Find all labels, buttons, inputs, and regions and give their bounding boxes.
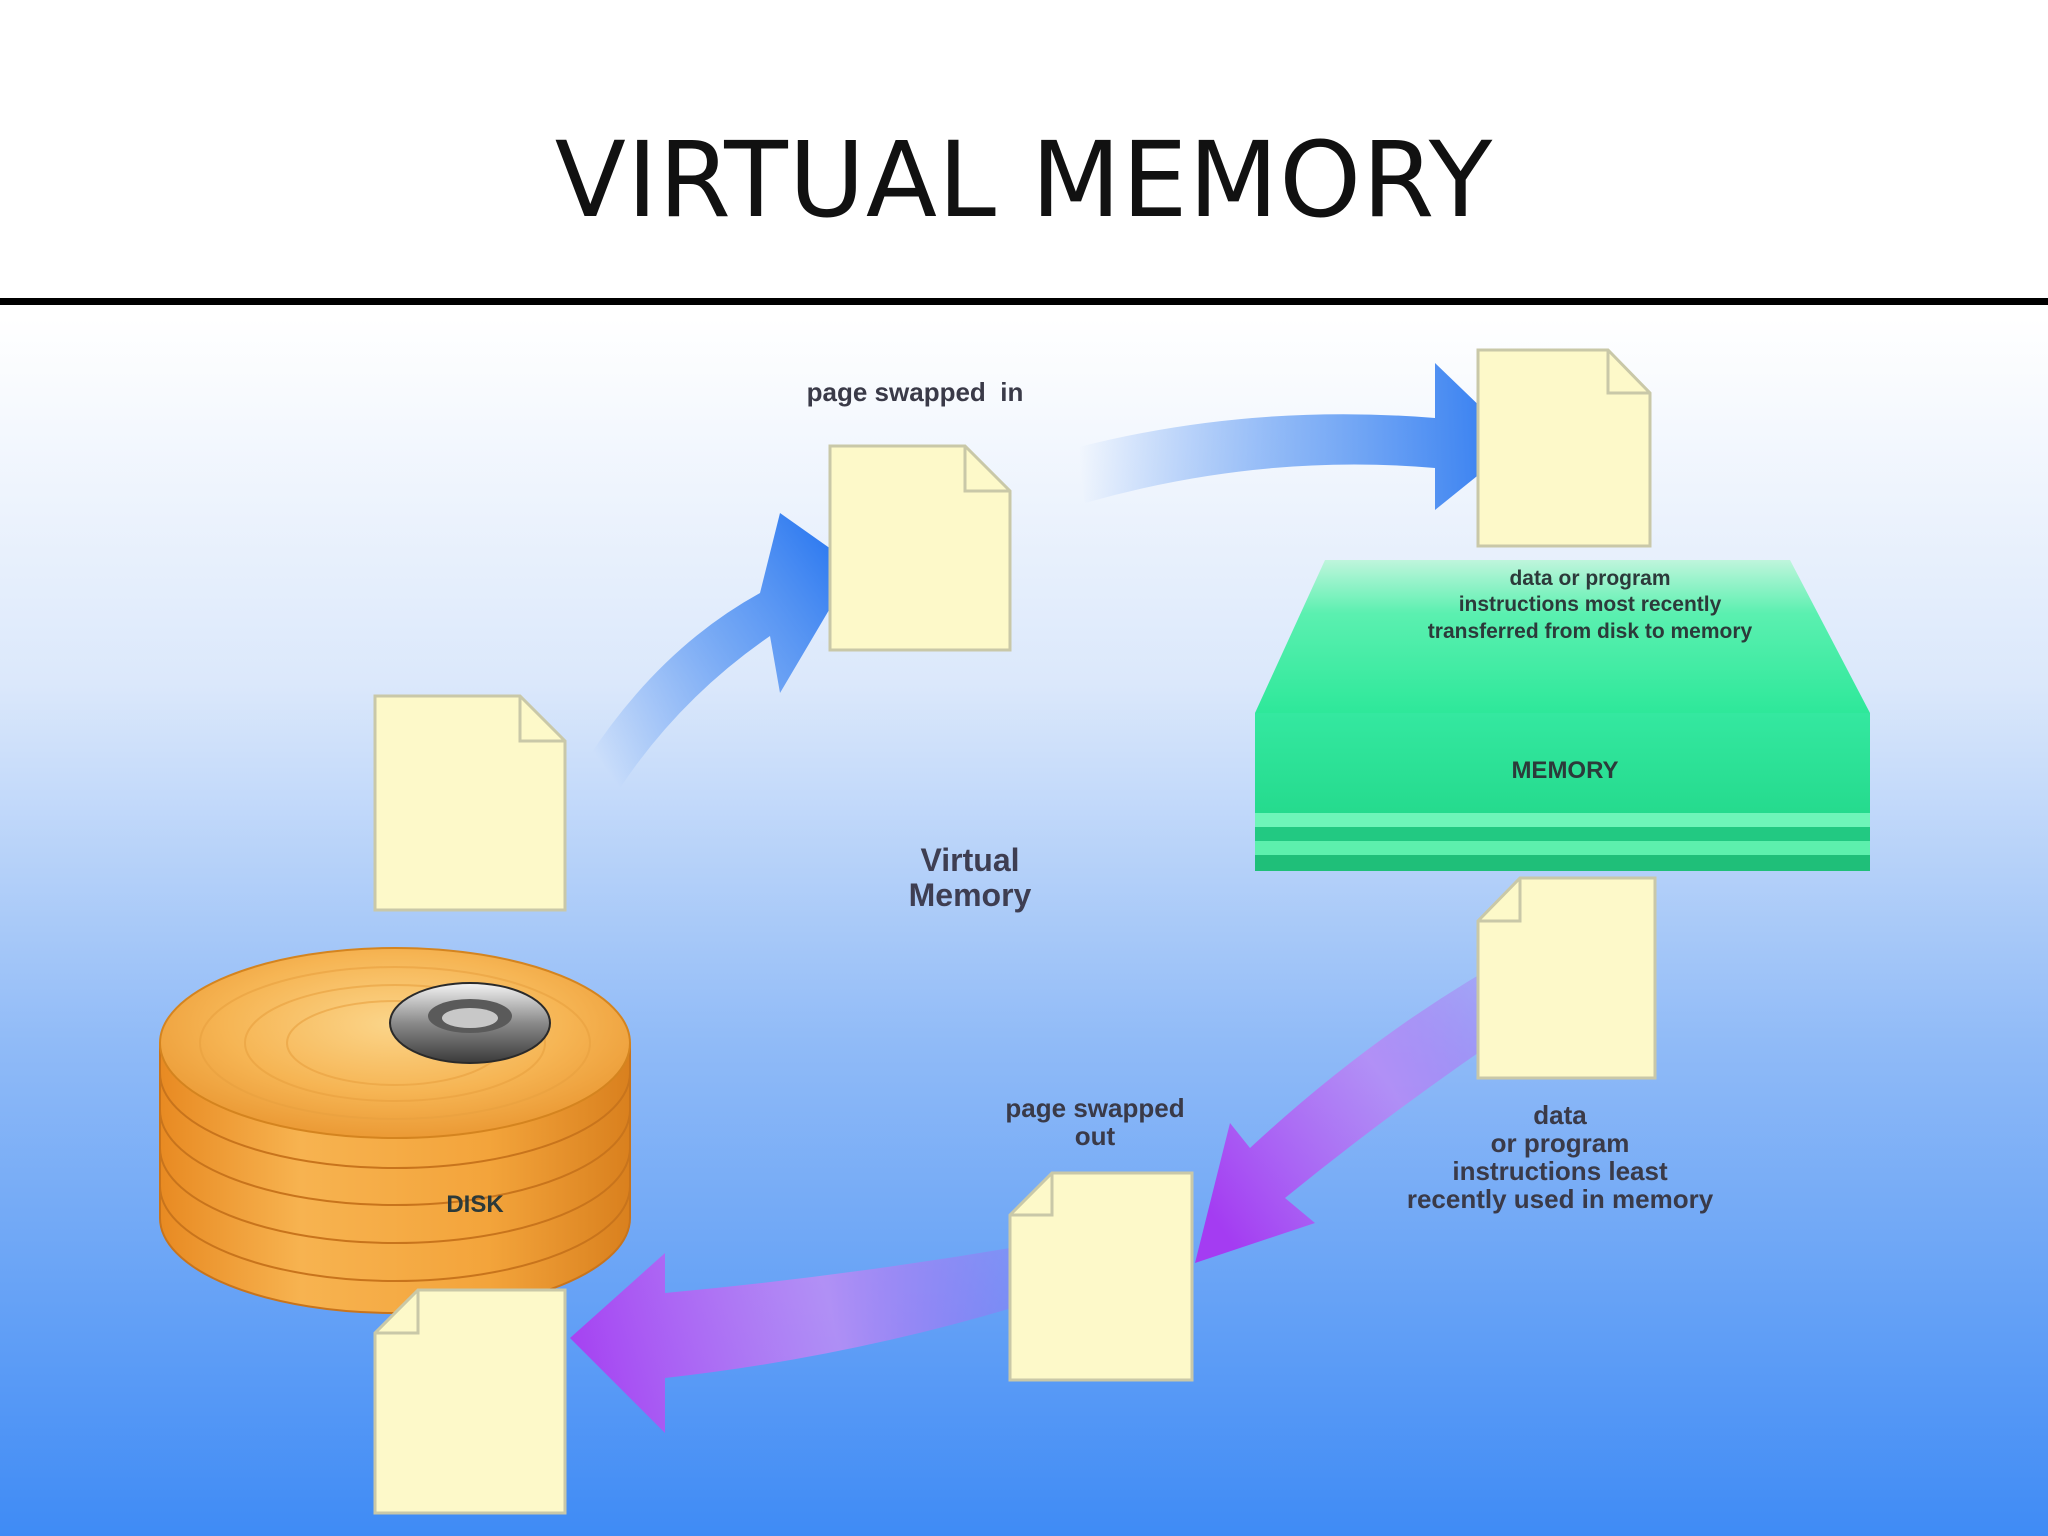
memory-layer <box>1255 841 1870 855</box>
swap-out-arrow-2 <box>570 1233 1105 1433</box>
disk-label: DISK <box>446 1191 504 1218</box>
diagram-canvas <box>0 318 2048 1536</box>
memory-label: MEMORY <box>1511 757 1619 784</box>
page-swapped-in-label: page swapped in <box>806 377 1024 407</box>
lru-text: data or program instructions least recen… <box>1406 1100 1714 1215</box>
page-memory-lru <box>1476 876 1657 1080</box>
disk-stack <box>159 947 631 1314</box>
swap-in-arrow-1 <box>588 513 855 788</box>
disk-groove <box>244 984 546 1102</box>
page-disk-upper <box>373 694 567 912</box>
page-swapped-out <box>1008 1171 1194 1382</box>
disk-hub-inner <box>442 1008 498 1028</box>
slide-title: VIRTUAL MEMORY <box>554 119 1494 241</box>
disk-top-surface <box>159 947 631 1139</box>
memory-top-face <box>1255 560 1870 713</box>
page-swapped-out-label: page swapped out <box>1005 1093 1185 1152</box>
memory-top-text: data or program instructions most recent… <box>1427 567 1753 643</box>
page-in-memory <box>1476 348 1652 548</box>
swap-in-arrow-2 <box>1075 363 1518 510</box>
page-swapped-in <box>828 444 1012 652</box>
virtual-memory-label: Virtual Memory <box>908 842 1032 913</box>
page-disk-lower <box>373 1288 567 1515</box>
memory-layer <box>1255 827 1870 841</box>
title-divider <box>0 298 2048 305</box>
memory-layer <box>1255 855 1870 871</box>
virtual-memory-diagram: page swapped in data or program instruct… <box>0 318 2048 1536</box>
disk-groove <box>199 966 591 1120</box>
memory-layer <box>1255 813 1870 827</box>
memory-block <box>1255 560 1870 871</box>
